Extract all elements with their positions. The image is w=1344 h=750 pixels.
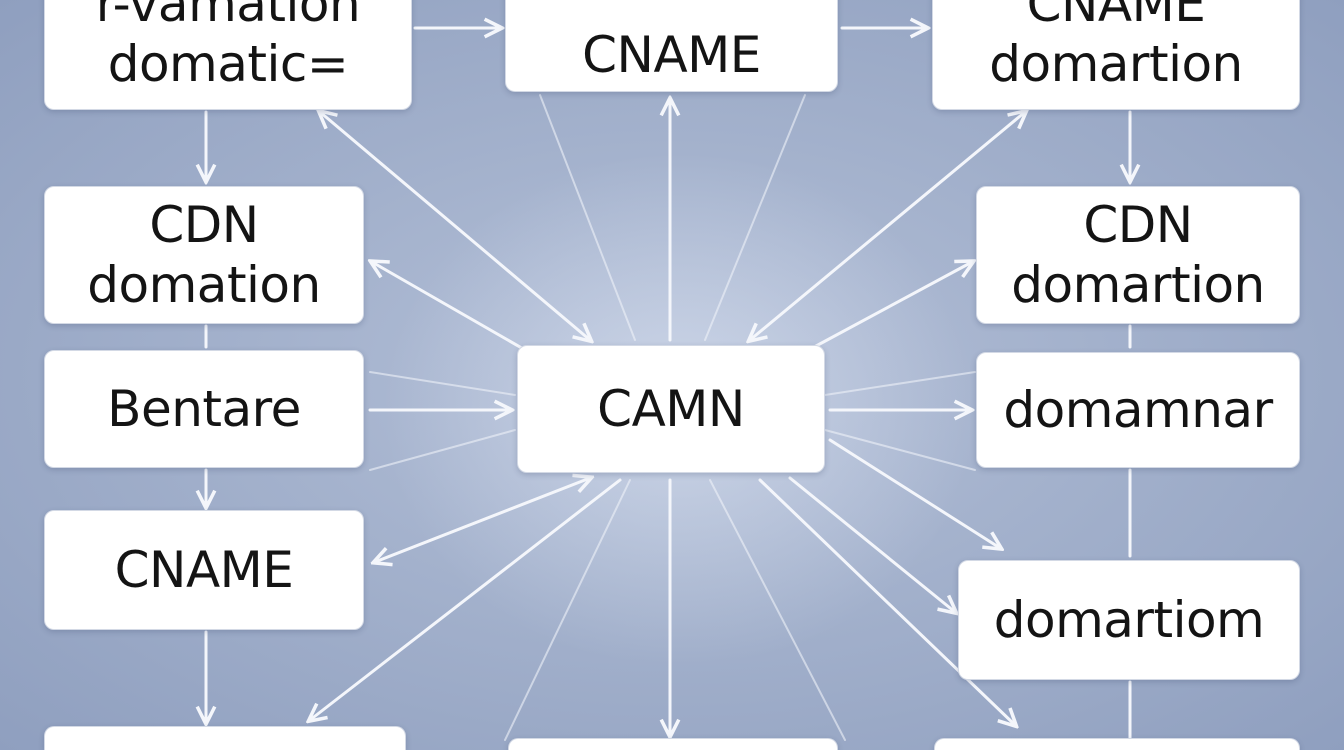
ray-2 <box>704 94 806 341</box>
arrow-center-topright <box>750 112 1025 340</box>
node-center: CAMN <box>517 345 825 473</box>
arrow-center-bottomright <box>758 478 1015 725</box>
node-top-left: r-vamation domatic= <box>44 0 412 110</box>
ray-4 <box>709 479 846 741</box>
arrow-center-leftcname <box>375 478 590 562</box>
node-top-right: CNAME domartion <box>932 0 1300 110</box>
arrow-center-bottomleft <box>310 478 622 720</box>
node-right-domartiom: domartiom <box>958 560 1300 680</box>
arrow-center-domartiom <box>788 476 955 612</box>
node-left-cname: CNAME <box>44 510 364 630</box>
ray-7 <box>369 429 516 471</box>
node-left-cdn: CDN domation <box>44 186 364 324</box>
node-left-bentare: Bentare <box>44 350 364 468</box>
node-right-cdn: CDN domartion <box>976 186 1300 324</box>
node-right-domamnar: domamnar <box>976 352 1300 468</box>
arrow-center-rightcdn <box>788 262 972 362</box>
ray-5 <box>369 371 516 396</box>
ray-6 <box>824 371 976 396</box>
node-bottom-right <box>934 738 1300 750</box>
arrow-center-right-mid <box>828 438 1000 548</box>
node-bottom-center <box>508 738 838 750</box>
ray-8 <box>824 429 976 471</box>
ray-3 <box>504 479 631 741</box>
ray-1 <box>539 94 636 341</box>
node-top-center: CNAME <box>505 0 838 92</box>
arrow-center-topleft <box>320 112 590 340</box>
node-bottom-left <box>44 726 406 750</box>
